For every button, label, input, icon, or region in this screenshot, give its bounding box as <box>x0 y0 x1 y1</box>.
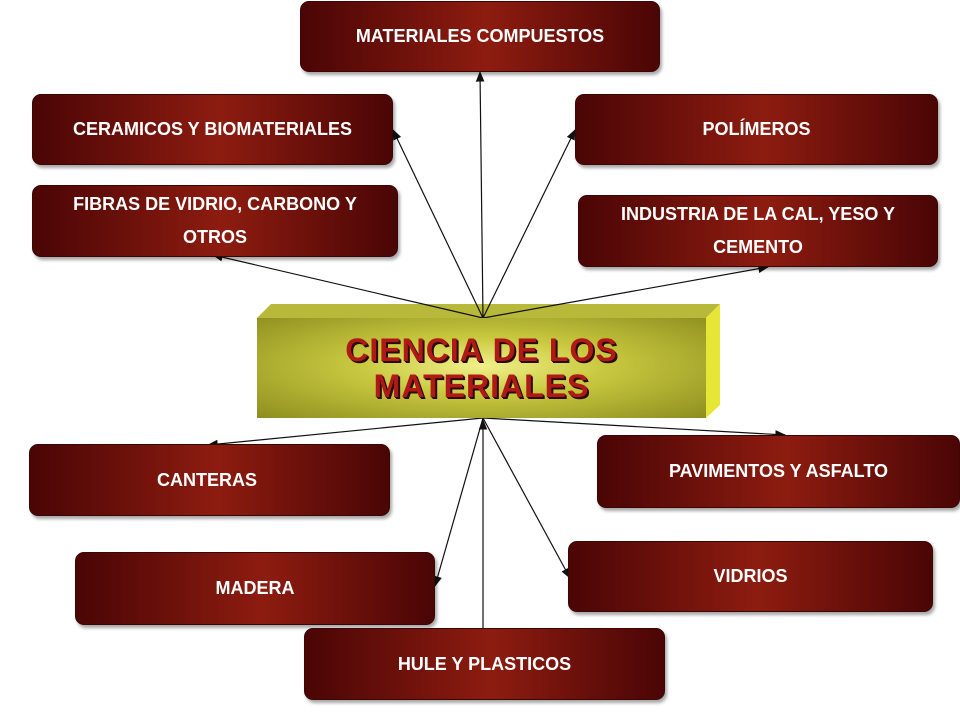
arrow-to-canteras <box>206 417 484 449</box>
arrow-to-polimeros <box>482 129 576 319</box>
node-ceramicos-biomateriales: CERAMICOS Y BIOMATERIALES <box>32 94 393 165</box>
node-fibras: FIBRAS DE VIDRIO, CARBONO Y OTROS <box>32 185 398 257</box>
node-label: POLÍMEROS <box>702 119 811 139</box>
node-label: HULE Y PLASTICOS <box>397 653 572 674</box>
node-label: VIDRIOS <box>713 566 788 586</box>
node-vidrios: VIDRIOS <box>568 541 933 612</box>
node-canteras: CANTERAS <box>29 444 390 516</box>
arrow-to-industria-cal <box>482 264 770 319</box>
center-block-top <box>257 304 720 318</box>
arrow-to-madera <box>433 417 484 588</box>
node-label: MADERA <box>215 578 295 598</box>
arrow-to-fibras <box>211 253 484 319</box>
node-label: FIBRAS DE VIDRIO, CARBONO Y OTROS <box>73 194 357 247</box>
node-label: INDUSTRIA DE LA CAL, YESO Y CEMENTO <box>620 204 896 257</box>
node-label: PAVIMENTOS Y ASFALTO <box>668 461 889 481</box>
node-polimeros: POLÍMEROS <box>575 94 938 165</box>
arrow-to-pavimentos <box>482 417 787 439</box>
node-materiales-compuestos: MATERIALES COMPUESTOS <box>300 1 660 72</box>
node-industria-cal: INDUSTRIA DE LA CAL, YESO Y CEMENTO <box>578 195 938 267</box>
node-label: CANTERAS <box>157 469 258 490</box>
node-label: MATERIALES COMPUESTOS <box>355 26 605 46</box>
arrow-to-vidrios <box>482 417 571 579</box>
center-block-side <box>706 304 720 418</box>
node-label: CERAMICOS Y BIOMATERIALES <box>72 119 353 139</box>
center-block: CIENCIA DE LOS MATERIALES <box>257 318 706 418</box>
node-pavimentos: PAVIMENTOS Y ASFALTO <box>597 435 960 508</box>
arrow-to-ceramicos <box>392 129 484 319</box>
node-madera: MADERA <box>75 552 435 625</box>
arrow-to-materiales-compuestos <box>475 70 485 319</box>
center-title: CIENCIA DE LOS MATERIALES <box>345 332 618 404</box>
node-hule-plasticos: HULE Y PLASTICOS <box>304 628 665 700</box>
